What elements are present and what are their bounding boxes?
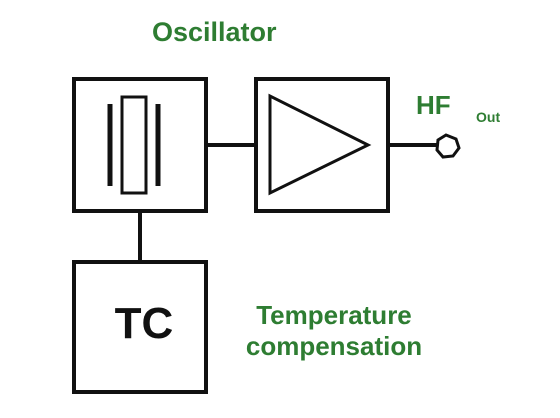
output-terminal-icon — [435, 133, 461, 159]
temperature-compensation-line2: compensation — [245, 331, 423, 361]
crystal-block — [72, 77, 208, 213]
temperature-compensation-label: Temperature compensation — [232, 300, 436, 362]
amplifier-triangle-icon — [268, 93, 372, 196]
output-subscript: Out — [476, 109, 501, 125]
tc-block — [72, 260, 208, 394]
tc-label: TC — [114, 299, 174, 348]
temperature-compensation-line1: Temperature — [256, 300, 412, 330]
output-label: HF — [416, 90, 451, 120]
crystal-icon — [107, 95, 161, 195]
diagram-title: Oscillator — [152, 17, 277, 47]
